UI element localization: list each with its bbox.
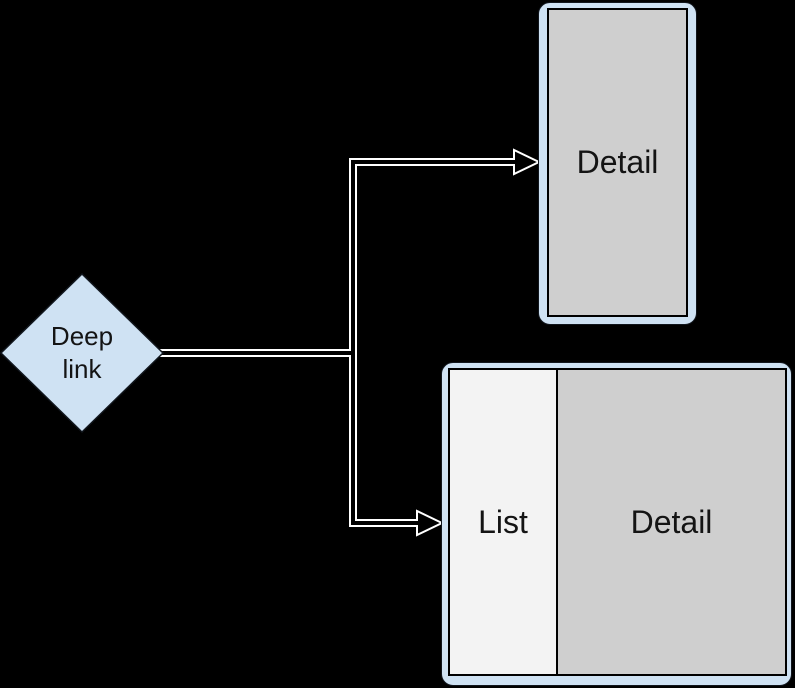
tablet-mockup: List Detail [441, 362, 792, 686]
tablet-list-pane: List [450, 370, 556, 674]
pane-divider [556, 370, 558, 674]
connector-core-trunk-branches [351, 160, 530, 525]
phone-mockup: Detail [538, 2, 697, 325]
tablet-detail-label: Detail [630, 503, 713, 540]
deep-link-label-line1: Deep [50, 321, 114, 351]
tablet-detail-pane: Detail [558, 370, 785, 674]
deep-link-label-line2: link [62, 354, 102, 384]
phone-detail-label: Detail [576, 144, 659, 180]
phone-detail-pane: Detail [547, 8, 688, 317]
tablet-screen: List Detail [448, 368, 787, 676]
deep-link-label: Deep link [2, 314, 162, 392]
tablet-list-label: List [478, 503, 528, 540]
deep-link-diamond [0, 272, 165, 434]
